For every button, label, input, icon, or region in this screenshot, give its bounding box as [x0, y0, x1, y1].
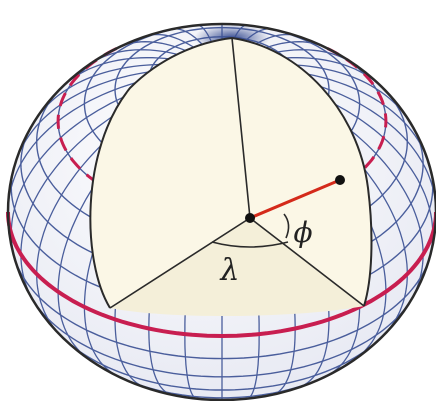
center-point — [245, 213, 255, 223]
longitude-label: λ — [219, 253, 239, 288]
latitude-label: ϕ — [293, 216, 312, 249]
surface-point — [335, 175, 345, 185]
